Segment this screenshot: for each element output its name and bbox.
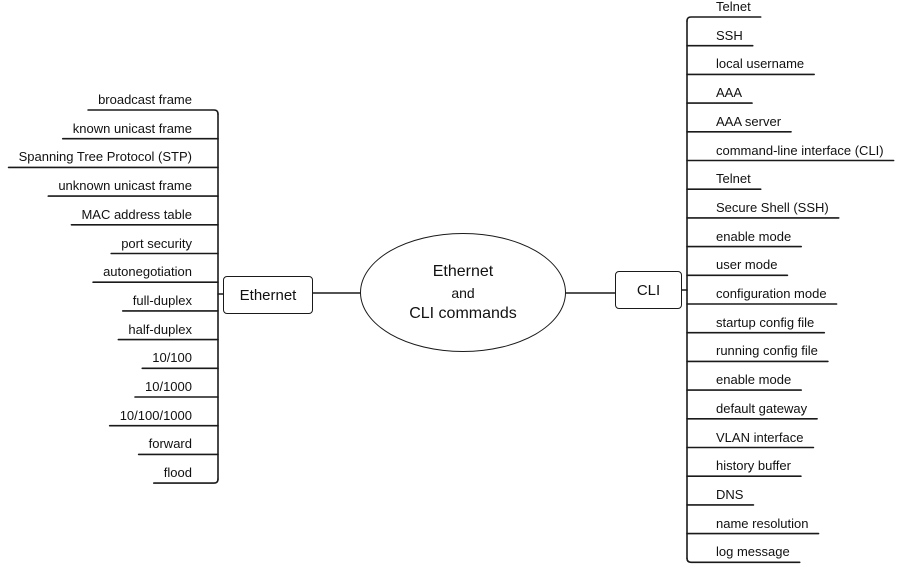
ethernet-leaf-label: known unicast frame	[72, 120, 192, 136]
cli-leaf-underline	[686, 557, 801, 564]
cli-leaf-label: enable mode	[716, 228, 792, 244]
central-topic: Ethernet and CLI commands	[360, 233, 566, 352]
central-topic-line-2: and	[451, 284, 475, 301]
ethernet-leaf-label: forward	[148, 436, 192, 452]
ethernet-leaf-underline	[152, 478, 219, 484]
ethernet-leaf-label: Spanning Tree Protocol (STP)	[18, 149, 192, 165]
ethernet-leaf-underline	[87, 109, 219, 115]
cli-leaf-label: Secure Shell (SSH)	[716, 199, 829, 215]
ethernet-leaf-label: half-duplex	[128, 321, 192, 337]
cli-leaf-label: history buffer	[716, 458, 791, 474]
ethernet-leaf-label: unknown unicast frame	[58, 178, 192, 194]
ethernet-leaf-label: MAC address table	[81, 206, 192, 222]
cli-leaf-label: configuration mode	[716, 286, 827, 301]
cli-leaf-label: command-line interface (CLI)	[716, 142, 884, 158]
ethernet-leaf-label: full-duplex	[132, 292, 192, 308]
cli-branch-node: CLI	[615, 271, 682, 309]
ethernet-branch-node: Ethernet	[223, 276, 313, 314]
cli-leaf-label: name resolution	[716, 515, 809, 531]
cli-leaf-label: startup config file	[716, 314, 815, 330]
ethernet-leaf-label: 10/100/1000	[119, 407, 192, 423]
cli-leaf-label: default gateway	[716, 400, 808, 416]
cli-leaf-label: local username	[716, 56, 805, 72]
ethernet-leaf-label: flood	[163, 465, 192, 481]
cli-leaf-label: Telnet	[716, 171, 751, 187]
cli-leaf-label: Telnet	[716, 0, 751, 14]
ethernet-leaf-label: 10/1000	[145, 379, 192, 394]
cli-leaf-label: user mode	[716, 257, 778, 273]
ethernet-leaf-label: autonegotiation	[103, 264, 192, 280]
cli-leaf-label: AAA	[716, 85, 743, 101]
cli-leaf-underline	[686, 16, 762, 22]
central-topic-line-3: CLI commands	[409, 304, 517, 322]
cli-leaf-label: VLAN interface	[716, 429, 804, 445]
cli-leaf-label: log message	[716, 544, 790, 560]
cli-leaf-label: running config file	[716, 343, 818, 359]
cli-leaf-label: enable mode	[716, 372, 792, 388]
cli-leaf-label: SSH	[716, 27, 743, 43]
cli-leaf-label: DNS	[716, 486, 744, 502]
ethernet-leaf-label: 10/100	[152, 350, 192, 366]
ethernet-leaf-label: port security	[121, 235, 192, 251]
ethernet-leaf-label: broadcast frame	[98, 92, 192, 107]
cli-leaf-label: AAA server	[716, 113, 782, 129]
central-topic-line-1: Ethernet	[432, 262, 494, 280]
